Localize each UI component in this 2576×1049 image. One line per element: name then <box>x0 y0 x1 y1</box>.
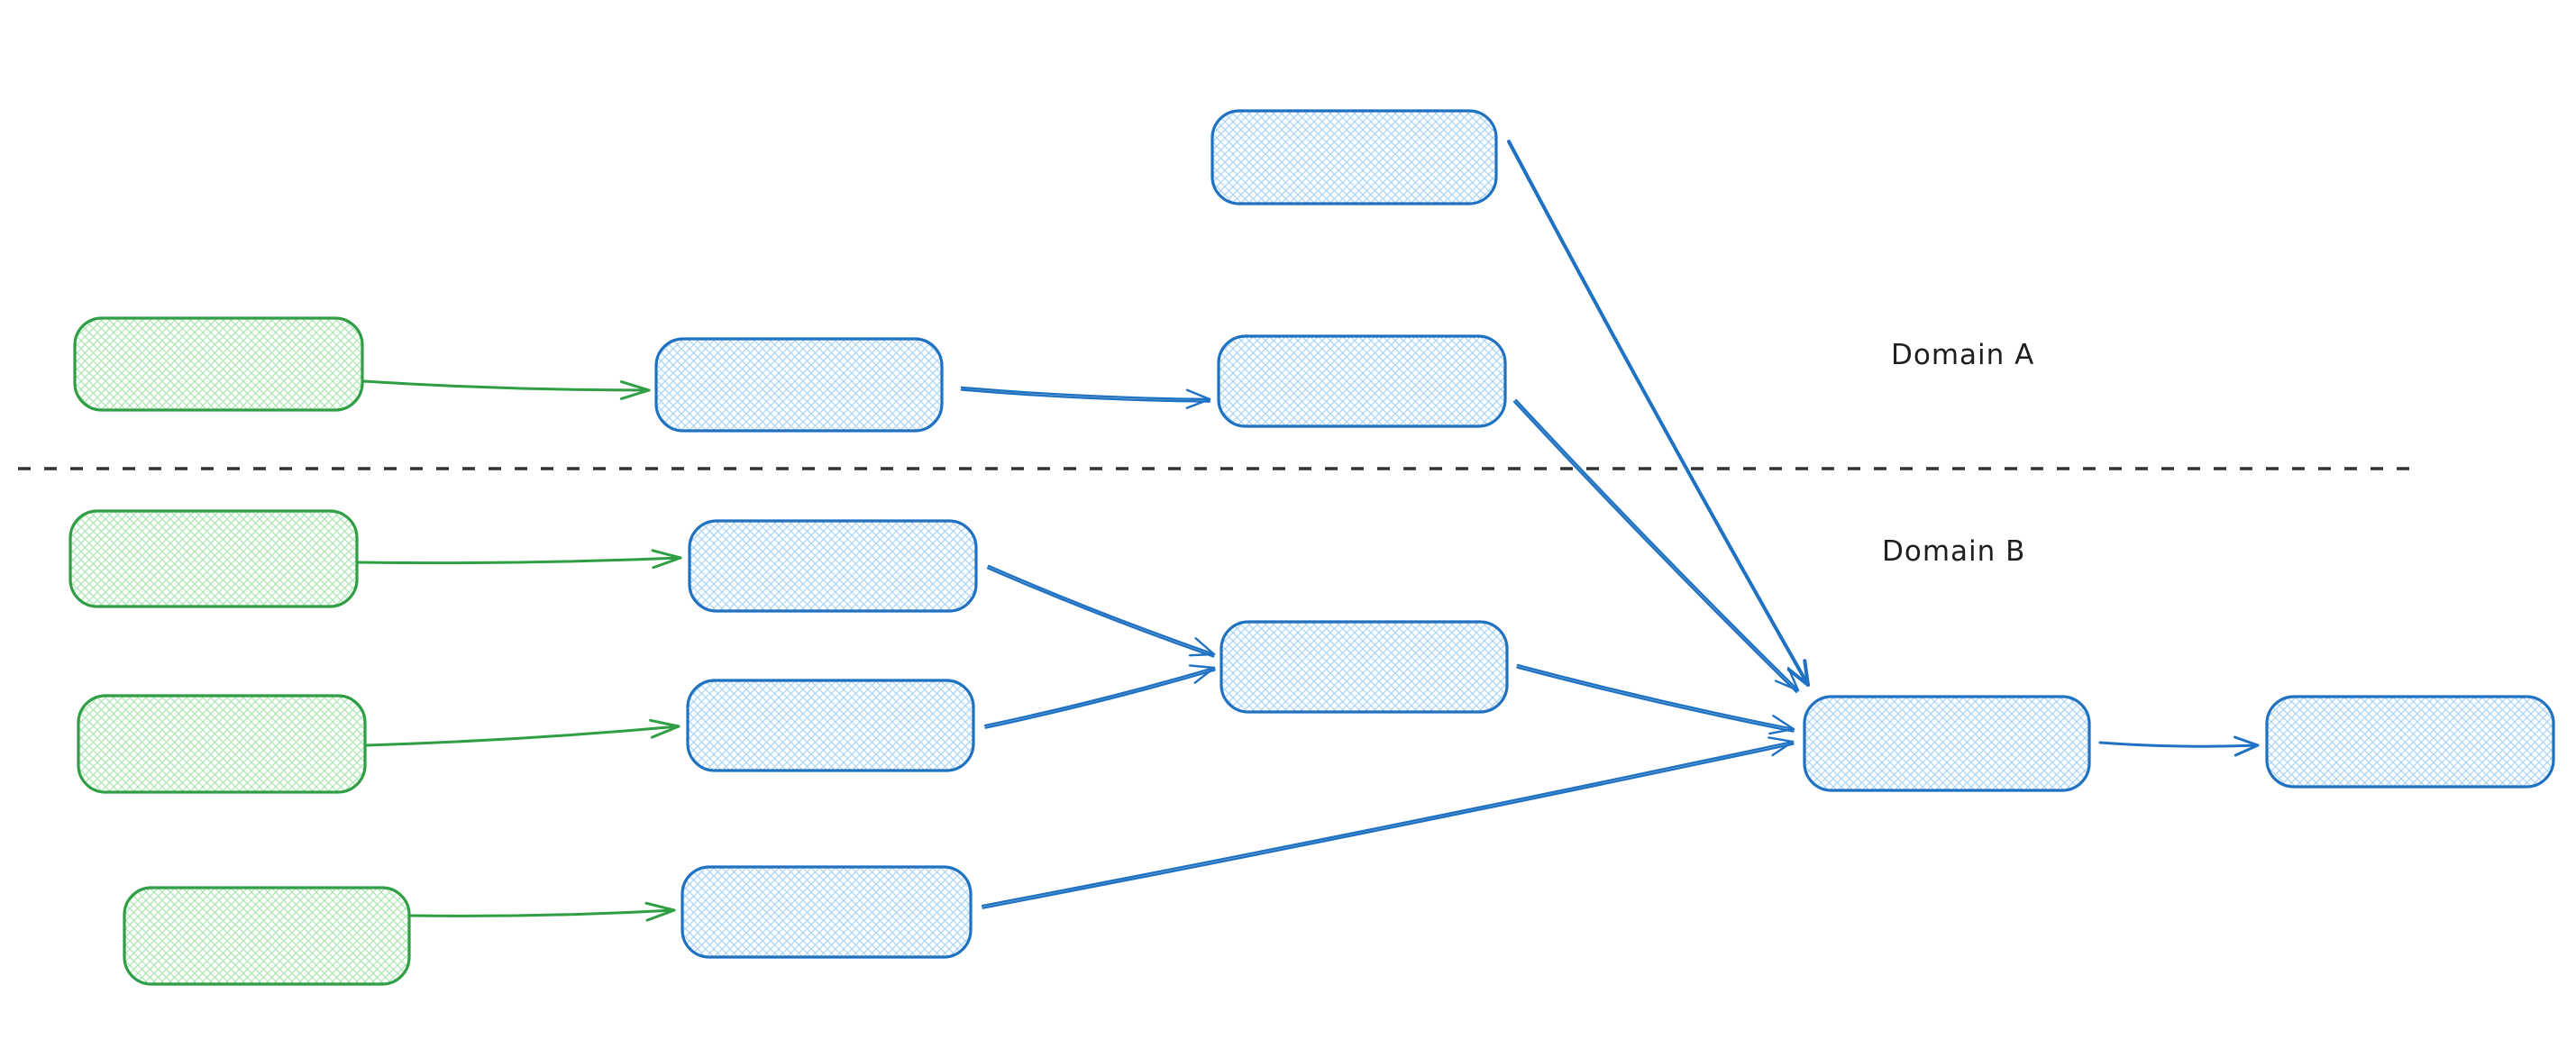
blue-b3-to-final-arrow[interactable] <box>981 736 1795 909</box>
blue-top-node[interactable] <box>1210 109 1498 205</box>
green-source-b-row3-node[interactable] <box>123 886 411 986</box>
green-source-b-row2-node[interactable] <box>77 694 367 794</box>
green-b1-to-blue-b1-arrow[interactable] <box>357 549 682 570</box>
green-b3-to-blue-b3-arrow[interactable] <box>409 901 676 922</box>
domain-b-label[interactable]: Domain B <box>1882 535 2025 568</box>
green-b2-to-blue-b2-arrow[interactable] <box>365 718 681 747</box>
blue-last-node[interactable] <box>2265 695 2555 789</box>
blue-b-row2-node[interactable] <box>686 679 975 772</box>
green-source-b-row1-node[interactable] <box>69 509 359 608</box>
blue-b-row1-node[interactable] <box>688 519 978 613</box>
blue-b-row3-node[interactable] <box>681 865 973 959</box>
blue-domain-a-right-node[interactable] <box>1217 334 1507 428</box>
blue-domain-a-mid-node[interactable] <box>654 337 944 433</box>
blue-merge-to-final-arrow[interactable] <box>1516 663 1795 735</box>
green-source-domain-a-node[interactable] <box>73 316 364 412</box>
blue-a-mid-to-a-right-arrow[interactable] <box>960 386 1211 409</box>
green-a-to-blue-a-mid-arrow[interactable] <box>361 379 651 400</box>
blue-b-merge-node[interactable] <box>1219 620 1509 714</box>
domain-a-label[interactable]: Domain A <box>1891 339 2034 371</box>
blue-b2-to-merge-arrow[interactable] <box>983 664 1216 729</box>
blue-final-to-last-arrow[interactable] <box>2098 735 2260 757</box>
blue-top-to-final-arrow[interactable] <box>1507 140 1810 687</box>
blue-b1-to-merge-arrow[interactable] <box>986 564 1216 658</box>
blue-final-node[interactable] <box>1803 695 2091 792</box>
blue-a-right-to-final-arrow[interactable] <box>1512 398 1800 694</box>
